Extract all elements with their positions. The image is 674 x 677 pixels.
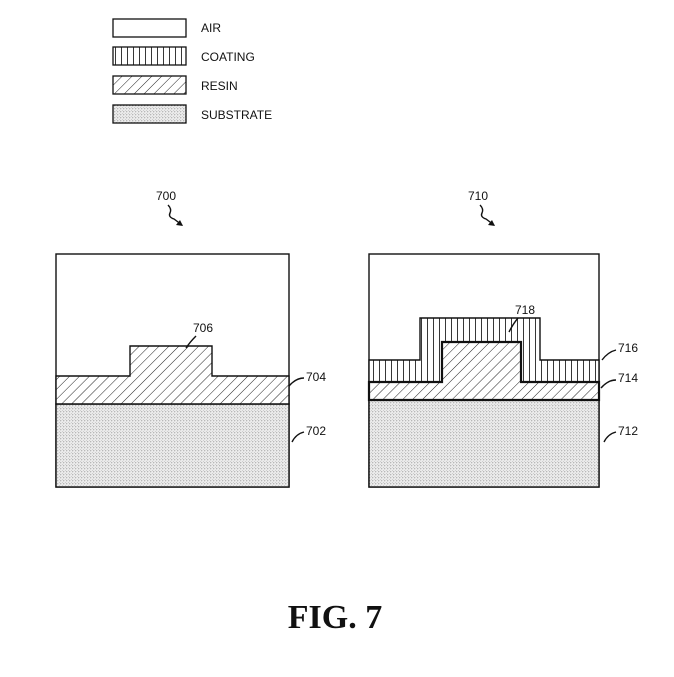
legend-item-coating: COATING bbox=[112, 46, 255, 66]
legend-item-air: AIR bbox=[112, 18, 221, 38]
resin-layer-right bbox=[367, 340, 601, 402]
figure-caption: FIG. 7 bbox=[288, 599, 382, 636]
legend-label-resin: RESIN bbox=[201, 79, 238, 93]
substrate-swatch bbox=[112, 104, 187, 124]
diagram-right: 710 718 716 714 712 bbox=[367, 189, 638, 488]
legend: AIR COATING RESIN SUBSTRATE bbox=[112, 18, 272, 124]
leader-706 bbox=[185, 335, 197, 349]
ref-label-700: 700 bbox=[156, 189, 176, 203]
diagram-left: 700 706 704 702 bbox=[55, 189, 326, 488]
ref-label-710: 710 bbox=[468, 189, 488, 203]
air-swatch bbox=[112, 18, 187, 38]
substrate-layer-left bbox=[55, 403, 290, 488]
ref-arrow-700 bbox=[167, 204, 183, 226]
leader-714 bbox=[600, 379, 617, 389]
legend-item-substrate: SUBSTRATE bbox=[112, 104, 272, 124]
leader-704 bbox=[288, 377, 305, 387]
resin-layer-left bbox=[55, 345, 290, 405]
ref-label-702: 702 bbox=[306, 424, 326, 438]
ref-label-706: 706 bbox=[193, 321, 213, 335]
legend-label-coating: COATING bbox=[201, 50, 255, 64]
ref-label-716: 716 bbox=[618, 341, 638, 355]
leader-702 bbox=[291, 431, 305, 443]
leader-712 bbox=[603, 431, 617, 443]
ref-arrow-710 bbox=[479, 204, 495, 226]
legend-item-resin: RESIN bbox=[112, 75, 238, 95]
legend-label-substrate: SUBSTRATE bbox=[201, 108, 272, 122]
arrowhead-700 bbox=[176, 220, 183, 226]
substrate-layer-right bbox=[368, 399, 600, 488]
legend-label-air: AIR bbox=[201, 21, 221, 35]
coating-swatch bbox=[112, 46, 187, 66]
leader-716 bbox=[601, 349, 617, 361]
ref-label-704: 704 bbox=[306, 370, 326, 384]
arrowhead-710 bbox=[488, 220, 495, 226]
ref-label-712: 712 bbox=[618, 424, 638, 438]
ref-label-714: 714 bbox=[618, 371, 638, 385]
ref-label-718: 718 bbox=[515, 303, 535, 317]
leader-718 bbox=[508, 317, 519, 333]
resin-swatch bbox=[112, 75, 187, 95]
